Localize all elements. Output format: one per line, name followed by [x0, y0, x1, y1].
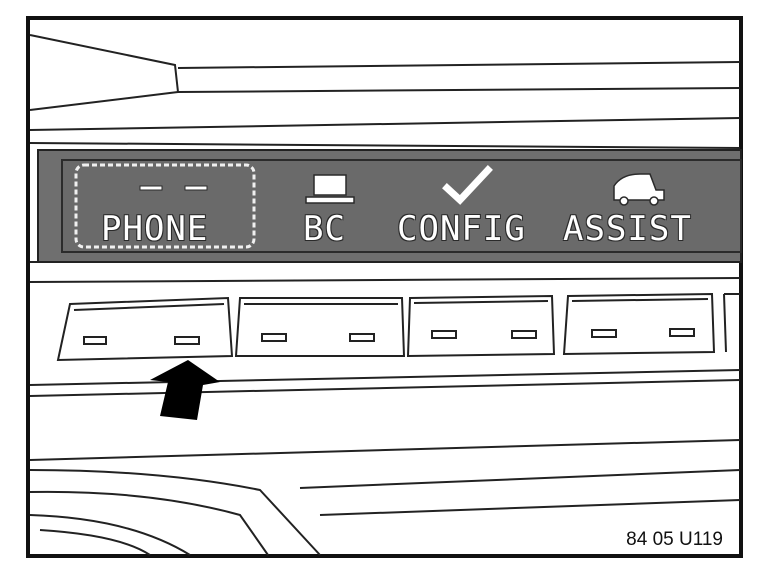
figure-frame — [26, 16, 743, 558]
arrow-up-icon — [150, 360, 220, 420]
menu-label-phone[interactable]: PHONE — [101, 209, 209, 249]
display-panel — [37, 149, 742, 263]
assist-soft-key[interactable] — [562, 292, 716, 356]
tow-truck-icon — [613, 173, 665, 206]
key-indicator-slots — [83, 328, 695, 345]
computer-monitor-icon — [305, 174, 355, 204]
dashboard-upper-lines — [29, 34, 741, 149]
dashboard-band-lines — [29, 261, 741, 283]
config-soft-key[interactable] — [406, 294, 556, 358]
dashboard-lower-lines — [29, 369, 741, 556]
phone-highlight-box — [74, 163, 256, 249]
menu-label-bc[interactable]: BC — [303, 209, 346, 249]
bc-soft-key[interactable] — [234, 297, 406, 357]
menu-label-assist[interactable]: ASSIST — [563, 209, 692, 249]
checkmark-icon — [442, 165, 493, 205]
figure-code: 84 05 U119 — [624, 529, 725, 551]
dash-indicator-icon — [139, 185, 208, 191]
soft-key-row — [56, 292, 740, 362]
menu-label-config[interactable]: CONFIG — [397, 209, 526, 249]
